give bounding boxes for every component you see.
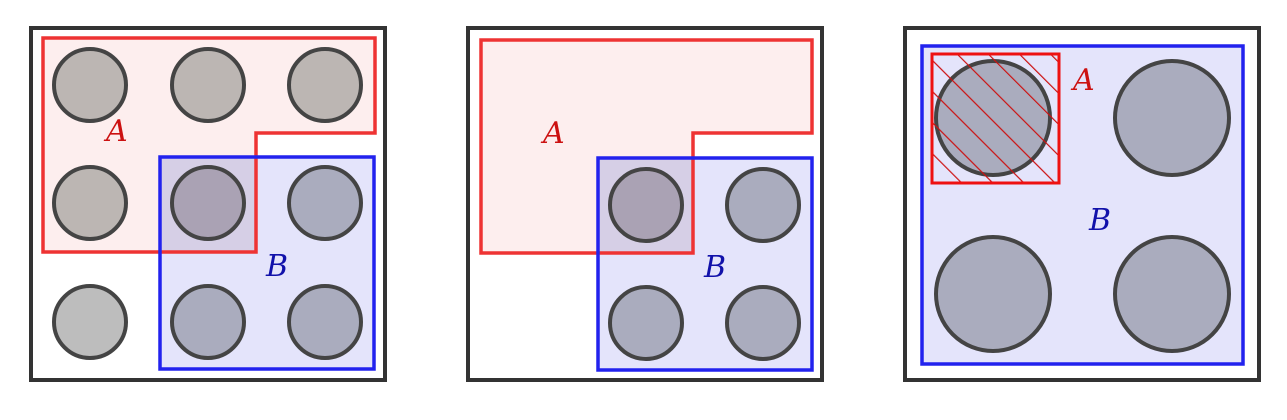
disk [170, 165, 246, 241]
panel-3-label-a: A [1070, 63, 1095, 98]
disk [170, 284, 246, 360]
panel-2: A B [466, 26, 824, 382]
disk [608, 285, 684, 361]
disk [52, 284, 128, 360]
disk [52, 47, 128, 123]
disk [608, 167, 684, 243]
panel-3-frame [903, 26, 1261, 382]
disk [170, 47, 246, 123]
panel-2-disks [608, 167, 801, 361]
panel-3-label-b: B [1088, 203, 1111, 238]
panel-1-disks [52, 47, 363, 360]
panel-2-label-b: B [703, 250, 726, 285]
panel-3: A B [903, 26, 1261, 382]
panel-1-label-b: B [265, 249, 288, 284]
panel-2-set-a-outline [479, 38, 814, 255]
disk [934, 235, 1052, 353]
disk [287, 165, 363, 241]
panel-1: A B [29, 26, 387, 382]
disk [1113, 235, 1231, 353]
panel-2-set-b-outline [596, 156, 814, 372]
disk [1113, 59, 1231, 177]
panel-3-set-a-hatched [930, 52, 1061, 185]
panel-1-label-a: A [103, 114, 128, 149]
panel-2-frame [466, 26, 824, 382]
disk [287, 47, 363, 123]
panel-1-set-a-outline [41, 36, 377, 254]
disk [287, 284, 363, 360]
disk [725, 285, 801, 361]
disk [725, 167, 801, 243]
panel-2-set-a-region [481, 40, 812, 253]
panel-1-set-b-outline [158, 155, 376, 371]
disk [52, 165, 128, 241]
panel-1-frame [29, 26, 387, 382]
panel-3-set-b-outline [920, 44, 1245, 366]
panel-2-label-a: A [540, 116, 565, 151]
